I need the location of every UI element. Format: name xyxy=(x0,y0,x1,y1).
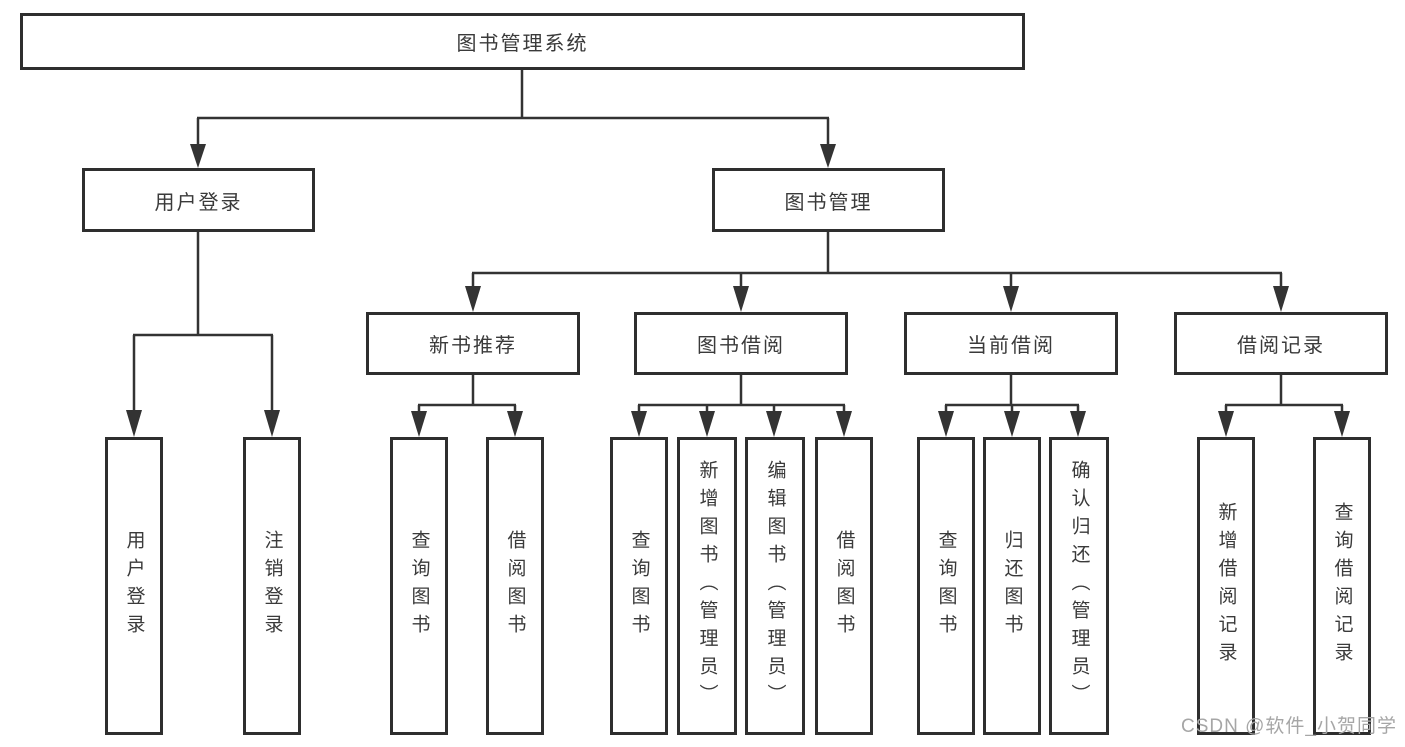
node-book-borrowing: 图书借阅 xyxy=(634,312,848,375)
node-label: 归还图书 xyxy=(1001,530,1023,642)
node-label: 查询图书 xyxy=(628,530,650,642)
node-book-management: 图书管理 xyxy=(712,168,945,232)
leaf-confirm-return-admin: 确认归还（管理员） xyxy=(1049,437,1109,735)
leaf-edit-books-admin: 编辑图书（管理员） xyxy=(745,437,805,735)
leaf-query-borrow-record: 查询借阅记录 xyxy=(1313,437,1371,735)
node-label: 查询图书 xyxy=(408,530,430,642)
node-label: 借阅图书 xyxy=(833,530,855,642)
leaf-logout-login: 注销登录 xyxy=(243,437,301,735)
leaf-query-books-recommend: 查询图书 xyxy=(390,437,448,735)
leaf-borrow-books: 借阅图书 xyxy=(815,437,873,735)
leaf-borrow-books-recommend: 借阅图书 xyxy=(486,437,544,735)
node-label: 查询借阅记录 xyxy=(1331,502,1353,670)
leaf-query-books-current: 查询图书 xyxy=(917,437,975,735)
csdn-watermark: CSDN @软件_小贺同学 xyxy=(1181,716,1397,737)
leaf-user-login: 用户登录 xyxy=(105,437,163,735)
node-label: 当前借阅 xyxy=(967,335,1055,357)
node-label: 借阅图书 xyxy=(504,530,526,642)
node-label: 编辑图书（管理员） xyxy=(764,460,786,712)
node-new-book-recommendation: 新书推荐 xyxy=(366,312,580,375)
node-label: 图书借阅 xyxy=(697,335,785,357)
node-label: 图书管理 xyxy=(784,191,873,214)
node-label: 图书管理系统 xyxy=(456,33,589,55)
node-label: 新增借阅记录 xyxy=(1215,502,1237,670)
node-label: 确认归还（管理员） xyxy=(1068,460,1090,712)
leaf-return-books: 归还图书 xyxy=(983,437,1041,735)
node-current-borrowing: 当前借阅 xyxy=(904,312,1118,375)
node-label: 查询图书 xyxy=(935,530,957,642)
leaf-add-borrow-record: 新增借阅记录 xyxy=(1197,437,1255,735)
node-label: 用户登录 xyxy=(123,530,145,642)
leaf-query-books-borrow: 查询图书 xyxy=(610,437,668,735)
node-borrowing-records: 借阅记录 xyxy=(1174,312,1388,375)
node-library-management-system: 图书管理系统 xyxy=(20,13,1025,70)
leaf-add-books-admin: 新增图书（管理员） xyxy=(677,437,737,735)
arrowheads xyxy=(126,144,1350,437)
node-label: 新增图书（管理员） xyxy=(696,460,718,712)
node-label: 借阅记录 xyxy=(1237,335,1325,357)
node-label: 注销登录 xyxy=(261,530,283,642)
node-user-login: 用户登录 xyxy=(82,168,315,232)
node-label: 新书推荐 xyxy=(429,335,517,357)
node-label: 用户登录 xyxy=(154,191,243,214)
